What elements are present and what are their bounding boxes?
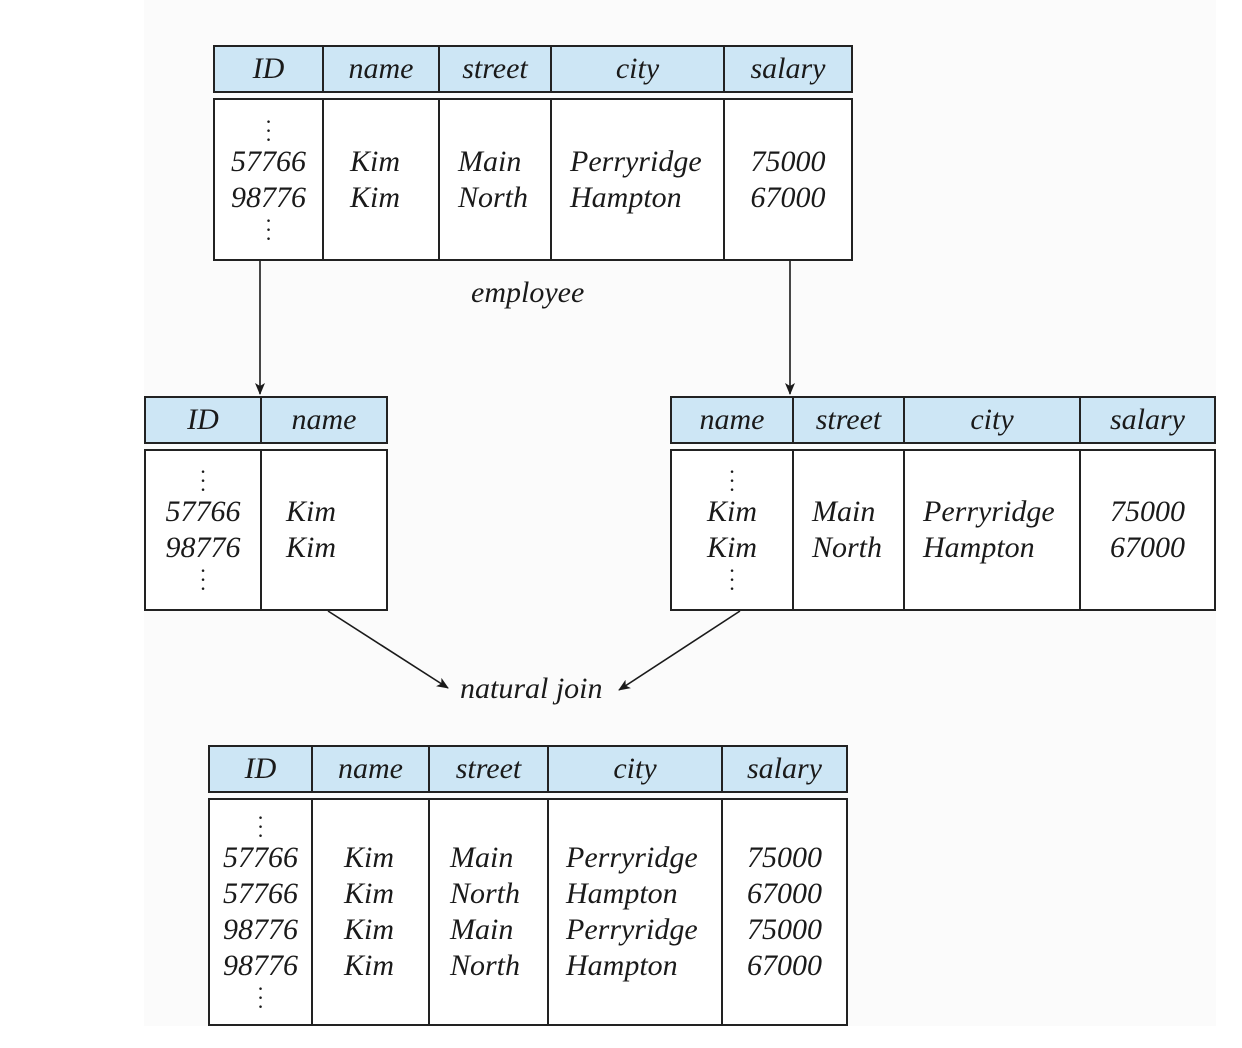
result-header-city: city bbox=[547, 747, 721, 791]
cell: Perryridge bbox=[566, 913, 698, 946]
cell: Kim bbox=[706, 531, 757, 564]
result-col-id: ··· 57766 57766 98776 98776 ··· bbox=[210, 800, 311, 1024]
id-name-body: ··· 57766 98776 ··· Kim Kim bbox=[144, 449, 388, 611]
ellipsis-icon: ··· bbox=[199, 558, 207, 601]
cell: Kim bbox=[344, 913, 395, 946]
employee-header-salary: salary bbox=[723, 47, 851, 91]
cell: 67000 bbox=[747, 877, 822, 910]
result-header-id: ID bbox=[244, 752, 277, 785]
cell: Hampton bbox=[566, 877, 678, 910]
cell: 67000 bbox=[1110, 531, 1185, 564]
cell: Kim bbox=[344, 949, 395, 982]
cell: Kim bbox=[286, 531, 337, 564]
cell: 75000 bbox=[747, 841, 822, 874]
right-header-salary: salary bbox=[1079, 398, 1214, 442]
employee-body: ··· 57766 98776 ··· Kim Kim Main North P… bbox=[213, 98, 853, 261]
id-name-header: ID name bbox=[144, 396, 388, 444]
employee-col-street: Main North bbox=[438, 100, 550, 259]
cell: Kim bbox=[286, 495, 337, 528]
cell: Main bbox=[812, 495, 876, 528]
result-body: ··· 57766 57766 98776 98776 ··· Kim Kim … bbox=[208, 798, 848, 1026]
cell: Hampton bbox=[570, 180, 682, 214]
employee-header-city: city bbox=[550, 47, 723, 91]
result-header-street: street bbox=[428, 747, 547, 791]
cell: Main bbox=[458, 144, 522, 178]
employee-caption: employee bbox=[471, 276, 585, 309]
id-name-header-id: ID bbox=[187, 403, 219, 436]
right-col-city: Perryridge Hampton bbox=[903, 451, 1079, 609]
cell: 75000 bbox=[1110, 495, 1185, 528]
employee-col-salary: 75000 67000 bbox=[723, 100, 851, 259]
right-body: ··· Kim Kim ··· Main North Perryridge Ha… bbox=[670, 449, 1216, 611]
cell: North bbox=[450, 949, 521, 982]
right-header-city: city bbox=[903, 398, 1079, 442]
ellipsis-icon: ··· bbox=[264, 108, 273, 152]
arrow-right-to-join bbox=[618, 610, 741, 691]
cell: 57766 bbox=[165, 495, 241, 528]
cell: Kim bbox=[350, 180, 401, 214]
cell: Main bbox=[450, 913, 514, 946]
id-name-col-name: Kim Kim bbox=[260, 451, 386, 609]
cell: North bbox=[812, 531, 883, 564]
ellipsis-icon: ··· bbox=[256, 805, 265, 848]
right-col-street: Main North bbox=[792, 451, 903, 609]
cell: Hampton bbox=[923, 531, 1035, 564]
cell: Main bbox=[450, 841, 514, 874]
ellipsis-icon: ··· bbox=[728, 558, 736, 601]
right-col-name: ··· Kim Kim ··· bbox=[672, 451, 792, 609]
cell: 98776 bbox=[223, 913, 298, 946]
right-header: name street city salary bbox=[670, 396, 1216, 444]
right-header-name: name bbox=[699, 403, 765, 436]
cell: 57766 bbox=[223, 877, 298, 910]
right-header-street: street bbox=[792, 398, 903, 442]
result-col-name: Kim Kim Kim Kim bbox=[311, 800, 428, 1024]
cell: Perryridge bbox=[923, 495, 1055, 528]
arrow-left-to-join bbox=[327, 610, 449, 689]
id-name-header-name: name bbox=[260, 398, 386, 442]
natural-join-label: natural join bbox=[460, 672, 603, 705]
ellipsis-icon: ··· bbox=[728, 459, 736, 502]
result-header-name: name bbox=[311, 747, 428, 791]
ellipsis-icon: ··· bbox=[256, 976, 265, 1019]
cell: 67000 bbox=[750, 180, 826, 214]
result-header: ID name street city salary bbox=[208, 745, 848, 793]
cell: 57766 bbox=[223, 841, 298, 874]
right-col-salary: 75000 67000 bbox=[1079, 451, 1214, 609]
result-col-salary: 75000 67000 75000 67000 bbox=[721, 800, 846, 1024]
cell: 98776 bbox=[223, 949, 298, 982]
cell: Kim bbox=[350, 144, 401, 178]
cell: North bbox=[450, 877, 521, 910]
ellipsis-icon: ··· bbox=[199, 459, 207, 502]
cell: Kim bbox=[706, 495, 757, 528]
cell: 75000 bbox=[747, 913, 822, 946]
employee-col-city: Perryridge Hampton bbox=[550, 100, 723, 259]
employee-col-id: ··· 57766 98776 ··· bbox=[215, 100, 322, 259]
employee-header-id: ID bbox=[252, 52, 285, 85]
ellipsis-icon: ··· bbox=[264, 207, 273, 251]
cell: North bbox=[458, 180, 529, 214]
result-header-salary: salary bbox=[721, 747, 846, 791]
cell: Hampton bbox=[566, 949, 678, 982]
cell: 57766 bbox=[231, 144, 306, 178]
cell: 75000 bbox=[750, 144, 826, 178]
cell: 98776 bbox=[231, 180, 306, 214]
result-col-city: Perryridge Hampton Perryridge Hampton bbox=[547, 800, 721, 1024]
cell: 67000 bbox=[747, 949, 822, 982]
employee-header: ID name street city salary bbox=[213, 45, 853, 93]
id-name-col-id: ··· 57766 98776 ··· bbox=[146, 451, 260, 609]
result-col-street: Main North Main North bbox=[428, 800, 547, 1024]
cell: Perryridge bbox=[566, 841, 698, 874]
cell: Kim bbox=[344, 877, 395, 910]
employee-header-name: name bbox=[322, 47, 438, 91]
employee-col-name: Kim Kim bbox=[322, 100, 438, 259]
cell: 98776 bbox=[165, 531, 241, 564]
cell: Kim bbox=[344, 841, 395, 874]
cell: Perryridge bbox=[570, 144, 702, 178]
employee-header-street: street bbox=[438, 47, 550, 91]
